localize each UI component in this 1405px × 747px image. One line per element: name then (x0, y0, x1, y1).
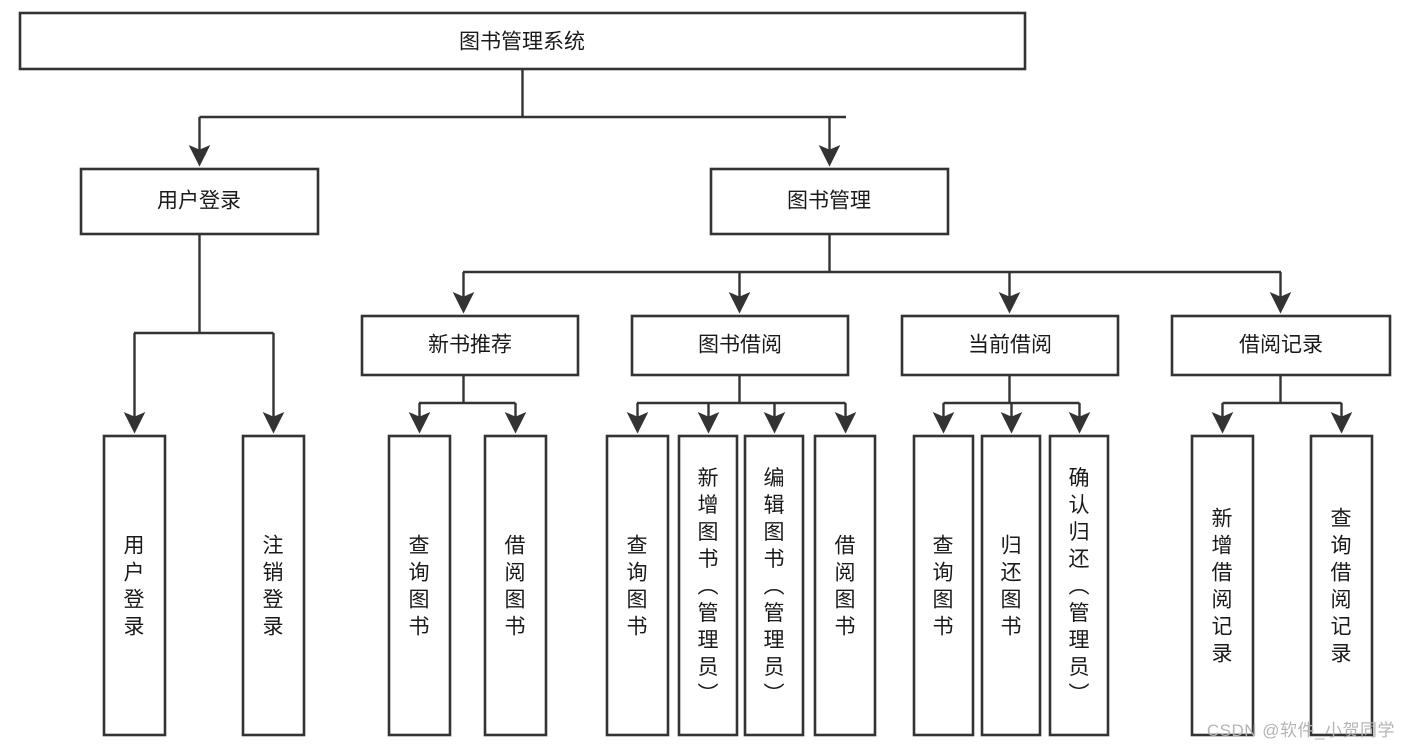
leaf-edit-book-admin-label: 编辑图书︵管理员︶ (764, 467, 785, 706)
node-root-label: 图书管理系统 (459, 31, 585, 54)
node-current-borrow[interactable]: 当前借阅 (900, 314, 1120, 377)
edge-group-current-borrow (932, 375, 1091, 434)
node-borrow-records-label: 借阅记录 (1239, 334, 1323, 357)
leaf-user-login-box[interactable] (102, 434, 167, 737)
node-root[interactable]: 图书管理系统 (18, 11, 1027, 71)
leaf-logout-label: 注销登录 (263, 535, 284, 639)
leaf-borrow-book-new[interactable]: 借阅图书 (483, 434, 548, 737)
node-user-login-label: 用户登录 (157, 190, 241, 213)
leaf-query-book-borrow[interactable]: 查询图书 (605, 434, 670, 737)
leaf-query-book-current-box[interactable] (912, 434, 975, 737)
edge-group-user-login (123, 234, 285, 434)
node-book-borrow-box[interactable] (630, 314, 850, 377)
leaf-logout-box[interactable] (241, 434, 306, 737)
leaf-edit-book-admin-box[interactable] (743, 434, 805, 737)
edge-group-book-borrow (626, 375, 857, 434)
leaf-borrow-book[interactable]: 借阅图书 (813, 434, 877, 737)
leaf-borrow-book-new-label: 借阅图书 (505, 535, 526, 639)
leaf-add-borrow-record[interactable]: 新增借阅记录 (1190, 434, 1255, 737)
node-borrow-records[interactable]: 借阅记录 (1170, 314, 1392, 377)
edge-group-borrow-records (1211, 375, 1353, 434)
leaf-user-login-label: 用户登录 (124, 535, 145, 639)
leaf-query-book-new-box[interactable] (387, 434, 452, 737)
node-new-book-recommend[interactable]: 新书推荐 (360, 314, 580, 377)
node-book-manage-box[interactable] (709, 167, 950, 236)
leaf-confirm-return-admin-label: 确认归还︵管理员︶ (1069, 467, 1090, 706)
node-user-login[interactable]: 用户登录 (79, 167, 320, 236)
edge-group-book-manage (452, 234, 1292, 314)
node-current-borrow-box[interactable] (900, 314, 1120, 377)
edge-group-new-book (408, 375, 527, 434)
node-borrow-records-box[interactable] (1170, 314, 1392, 377)
node-book-borrow-label: 图书借阅 (698, 334, 782, 357)
leaf-borrow-book-box[interactable] (813, 434, 877, 737)
node-root-box[interactable] (18, 11, 1027, 71)
leaf-add-book-admin[interactable]: 新增图书︵管理员︶ (677, 434, 739, 737)
leaf-add-book-admin-label: 新增图书︵管理员︶ (698, 467, 719, 706)
leaf-return-book-label: 归还图书 (1001, 535, 1022, 639)
node-book-borrow[interactable]: 图书借阅 (630, 314, 850, 377)
leaf-add-borrow-record-label: 新增借阅记录 (1212, 508, 1233, 666)
leaf-add-book-admin-box[interactable] (677, 434, 739, 737)
node-book-manage-label: 图书管理 (787, 190, 871, 213)
leaf-query-book-current[interactable]: 查询图书 (912, 434, 975, 737)
leaf-query-book-borrow-box[interactable] (605, 434, 670, 737)
leaf-borrow-book-new-box[interactable] (483, 434, 548, 737)
leaf-add-borrow-record-box[interactable] (1190, 434, 1255, 737)
leaf-query-borrow-record[interactable]: 查询借阅记录 (1309, 434, 1374, 737)
leaf-confirm-return-admin[interactable]: 确认归还︵管理员︶ (1048, 434, 1110, 737)
leaf-logout[interactable]: 注销登录 (241, 434, 306, 737)
leaf-return-book-box[interactable] (980, 434, 1042, 737)
leaf-edit-book-admin[interactable]: 编辑图书︵管理员︶ (743, 434, 805, 737)
leaf-query-book-new[interactable]: 查询图书 (387, 434, 452, 737)
leaf-confirm-return-admin-box[interactable] (1048, 434, 1110, 737)
leaf-query-borrow-record-box[interactable] (1309, 434, 1374, 737)
leaf-query-book-new-label: 查询图书 (409, 535, 430, 639)
node-book-manage[interactable]: 图书管理 (709, 167, 950, 236)
leaf-return-book[interactable]: 归还图书 (980, 434, 1042, 737)
node-new-book-recommend-box[interactable] (360, 314, 580, 377)
leaf-query-book-current-label: 查询图书 (933, 535, 954, 639)
leaf-borrow-book-label: 借阅图书 (835, 535, 856, 639)
edge-group-root (188, 69, 846, 167)
leaf-query-book-borrow-label: 查询图书 (627, 535, 648, 639)
node-user-login-box[interactable] (79, 167, 320, 236)
node-current-borrow-label: 当前借阅 (968, 334, 1052, 357)
leaf-user-login[interactable]: 用户登录 (102, 434, 167, 737)
node-new-book-recommend-label: 新书推荐 (428, 334, 512, 357)
leaf-query-borrow-record-label: 查询借阅记录 (1331, 508, 1352, 666)
